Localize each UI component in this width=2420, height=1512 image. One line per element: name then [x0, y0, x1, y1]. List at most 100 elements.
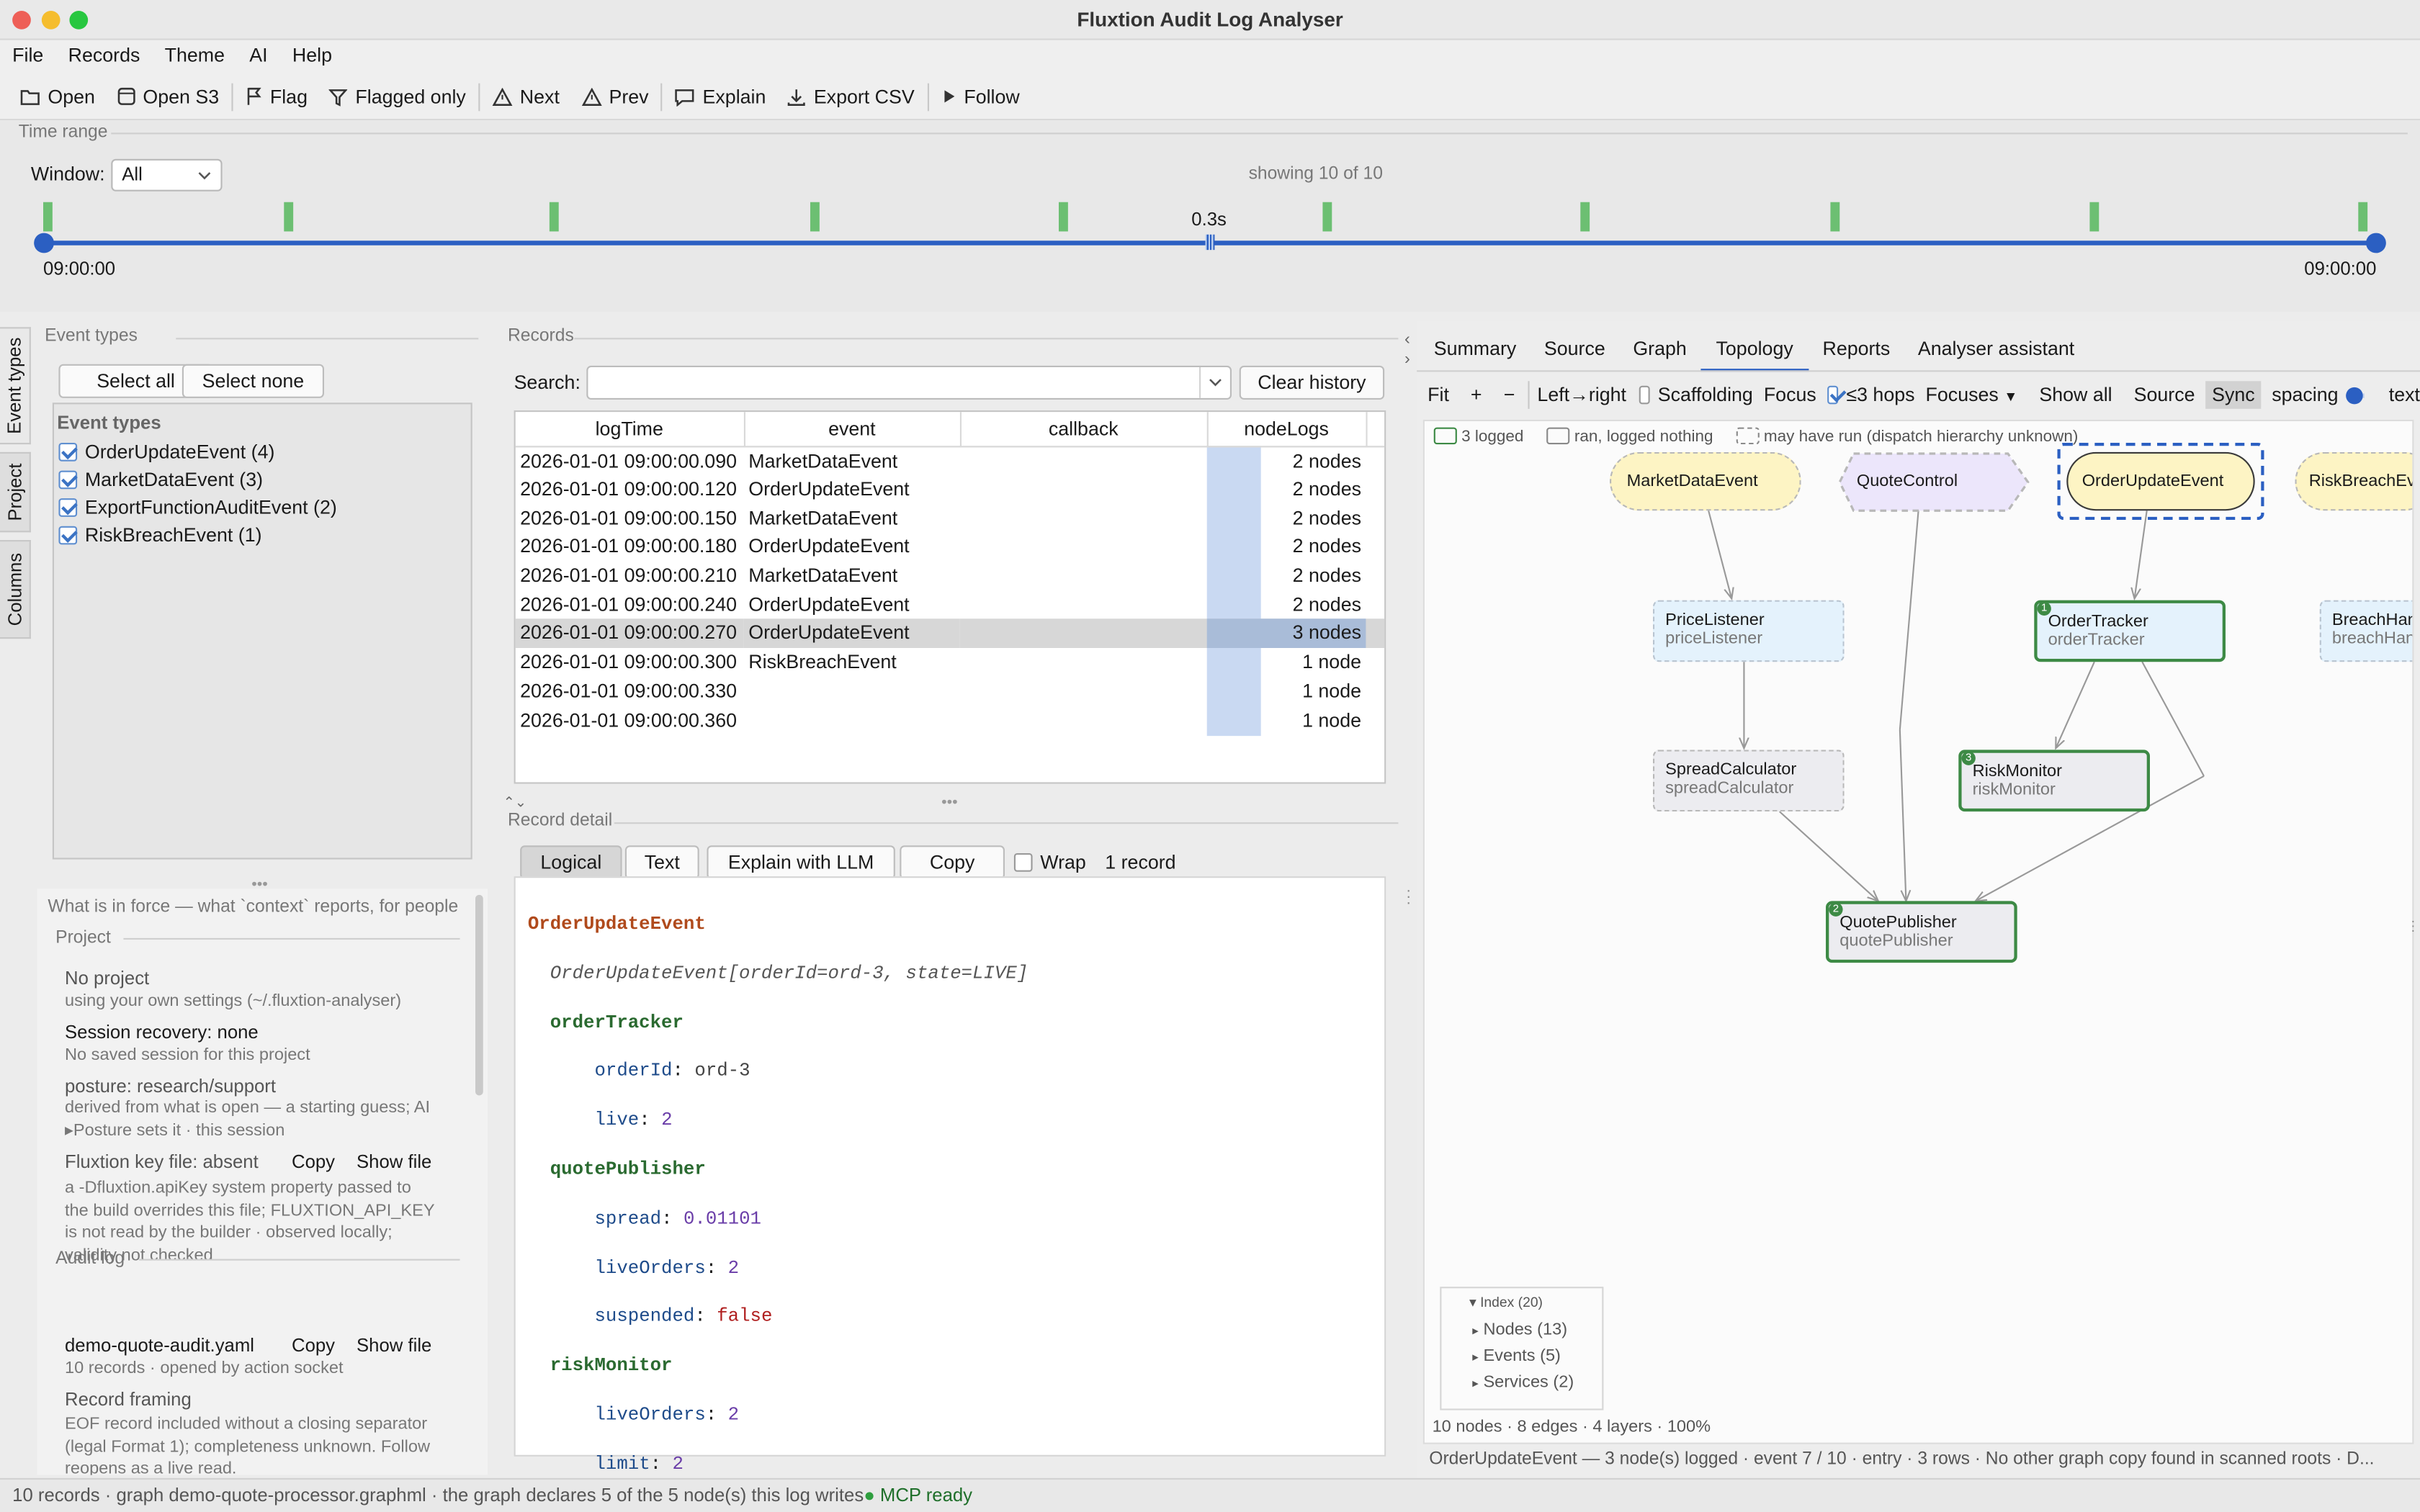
- clear-history-button[interactable]: Clear history: [1239, 365, 1385, 400]
- close-window-button[interactable]: [12, 11, 31, 30]
- flagged-only-button[interactable]: Flagged only: [318, 78, 477, 114]
- event-node-riskbreach[interactable]: RiskBreachEve: [2295, 451, 2413, 511]
- index-item-events[interactable]: ▸ Events (5): [1472, 1346, 1561, 1366]
- scaffolding-checkbox[interactable]: [1639, 385, 1651, 405]
- hops-checkbox[interactable]: [1827, 385, 1839, 405]
- topology-canvas[interactable]: 3 logged ran, logged nothing may have ru…: [1422, 419, 2414, 1444]
- event-tick-bar[interactable]: [549, 202, 559, 232]
- menu-ai[interactable]: AI: [249, 45, 268, 67]
- tab-summary[interactable]: Summary: [1433, 338, 1517, 360]
- tab-graph[interactable]: Graph: [1633, 338, 1687, 360]
- index-header[interactable]: ▾ Index (20): [1469, 1294, 1543, 1310]
- event-tick-bar[interactable]: [1322, 202, 1332, 232]
- time-cursor-handle[interactable]: [1205, 234, 1215, 251]
- range-start-handle[interactable]: [34, 233, 54, 253]
- index-item-services[interactable]: ▸ Services (2): [1472, 1373, 1574, 1392]
- search-input[interactable]: [586, 365, 1232, 400]
- key-file-show-button[interactable]: Show file: [356, 1151, 432, 1173]
- event-type-checkbox[interactable]: [58, 526, 78, 545]
- column-event[interactable]: event: [743, 412, 961, 447]
- minimize-window-button[interactable]: [41, 11, 60, 30]
- flag-button[interactable]: Flag: [235, 78, 318, 114]
- tab-project[interactable]: Project: [0, 451, 31, 533]
- next-button[interactable]: Next: [481, 78, 570, 114]
- tab-event-types[interactable]: Event types: [0, 327, 31, 445]
- event-tick-bar[interactable]: [2358, 202, 2368, 232]
- event-type-item[interactable]: ExportFunctionAuditEvent (2): [54, 497, 471, 518]
- copy-button[interactable]: Copy: [900, 845, 1005, 880]
- open-button[interactable]: Open: [9, 78, 106, 114]
- audit-show-button[interactable]: Show file: [356, 1334, 432, 1356]
- direction-button[interactable]: Left→right: [1537, 384, 1627, 406]
- explain-llm-button[interactable]: Explain with LLM: [707, 845, 895, 880]
- event-type-item[interactable]: RiskBreachEvent (1): [54, 525, 471, 546]
- event-tick-bar[interactable]: [810, 202, 820, 232]
- tab-text[interactable]: Text: [624, 845, 699, 880]
- zoom-out-button[interactable]: −: [1503, 384, 1515, 406]
- focus-button[interactable]: Focus: [1763, 384, 1816, 406]
- sync-toggle[interactable]: Sync: [2205, 381, 2262, 409]
- event-node-marketdata[interactable]: MarketDataEvent: [1610, 451, 1801, 511]
- event-type-checkbox[interactable]: [58, 470, 78, 490]
- maximize-window-button[interactable]: [69, 11, 89, 30]
- export-csv-button[interactable]: Export CSV: [776, 78, 925, 114]
- explain-button[interactable]: Explain: [664, 78, 776, 114]
- tab-columns[interactable]: Columns: [0, 540, 31, 639]
- event-tick-bar[interactable]: [1580, 202, 1590, 232]
- menu-theme[interactable]: Theme: [164, 45, 225, 67]
- event-tick-bar[interactable]: [1830, 202, 1840, 232]
- event-node-quotecontrol[interactable]: [1838, 452, 2030, 514]
- collapse-arrows[interactable]: ‹›: [1404, 330, 1410, 369]
- posture-sets-row[interactable]: ▸Posture sets it · this session: [65, 1121, 285, 1140]
- open-s3-button[interactable]: Open S3: [106, 78, 230, 114]
- event-node-orderupdate[interactable]: OrderUpdateEvent: [2057, 443, 2264, 521]
- key-file-copy-button[interactable]: Copy: [292, 1151, 336, 1173]
- tab-source[interactable]: Source: [1543, 338, 1605, 360]
- event-tick-bar[interactable]: [43, 202, 53, 232]
- zoom-in-button[interactable]: +: [1470, 384, 1482, 406]
- prev-button[interactable]: Prev: [570, 78, 660, 114]
- event-type-item[interactable]: MarketDataEvent (3): [54, 469, 471, 490]
- source-button[interactable]: Source: [2133, 384, 2195, 406]
- event-tick-bar[interactable]: [1059, 202, 1068, 232]
- column-logtime[interactable]: logTime: [515, 412, 745, 447]
- split-pane-handle[interactable]: ···: [1406, 882, 1412, 912]
- menu-help[interactable]: Help: [292, 45, 333, 67]
- event-tick-bar[interactable]: [284, 202, 294, 232]
- tab-analyser-assistant[interactable]: Analyser assistant: [1917, 338, 2075, 360]
- event-type-checkbox[interactable]: [58, 443, 78, 462]
- context-scrollbar[interactable]: [475, 894, 483, 1096]
- select-none-button[interactable]: Select none: [182, 364, 324, 398]
- window-select[interactable]: All: [111, 158, 223, 192]
- node-breachhandler[interactable]: BreachHandbreachHand: [2319, 600, 2413, 662]
- range-end-handle[interactable]: [2366, 233, 2386, 253]
- index-item-nodes[interactable]: ▸ Nodes (13): [1472, 1320, 1568, 1339]
- tab-topology[interactable]: Topology: [1700, 338, 1809, 372]
- audit-copy-button[interactable]: Copy: [292, 1334, 336, 1356]
- event-tick-bar[interactable]: [2089, 202, 2099, 232]
- right-edge-handle[interactable]: ···: [2411, 913, 2416, 938]
- menu-records[interactable]: Records: [68, 45, 140, 67]
- column-callback[interactable]: callback: [959, 412, 1208, 447]
- wrap-checkbox[interactable]: [1013, 853, 1033, 872]
- show-all-button[interactable]: Show all: [2039, 384, 2112, 406]
- focuses-dropdown[interactable]: Focuses ▼: [1915, 384, 2029, 406]
- wrap-toggle[interactable]: Wrap: [1013, 852, 1086, 873]
- tab-reports[interactable]: Reports: [1822, 338, 1891, 360]
- event-type-item[interactable]: OrderUpdateEvent (4): [54, 441, 471, 463]
- tab-logical[interactable]: Logical: [520, 845, 622, 880]
- search-history-dropdown[interactable]: [1199, 366, 1230, 398]
